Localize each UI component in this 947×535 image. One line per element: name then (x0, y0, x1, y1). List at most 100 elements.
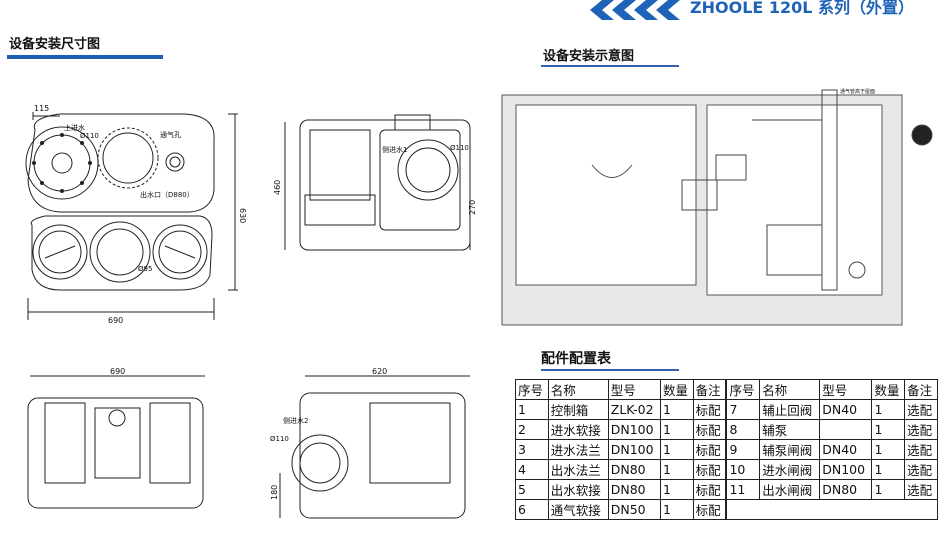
table-cell: 1 (871, 439, 906, 460)
installation-dimensions-heading: 设备安装尺寸图 (9, 37, 101, 52)
table-cell: DN80 (819, 479, 873, 500)
front-view-drawing: 690 (27, 367, 205, 509)
header-cell: 型号 (607, 379, 661, 400)
chevron-arrows-icon (590, 0, 680, 20)
table-cell: 1 (659, 499, 694, 520)
header-cell: 序号 (515, 379, 549, 400)
dim-top-label: 115 (34, 104, 49, 113)
table-cell: 11 (725, 479, 761, 500)
table-cell: 标配 (692, 459, 727, 480)
table-row: 5 出水软接 DN80 1 标配 11 出水闸阀 DN80 1 选配 (515, 479, 938, 500)
table-cell: DN100 (607, 419, 661, 440)
table-cell: 8 (725, 419, 761, 440)
table-cell: 标配 (692, 479, 727, 500)
table-cell: 出水法兰 (547, 459, 609, 480)
header-cell: 型号 (819, 379, 873, 400)
installation-schematic-heading: 设备安装示意图 (543, 49, 635, 64)
series-title: ZHOOLE 120L 系列（外置） (690, 0, 915, 17)
table-cell: 标配 (692, 499, 727, 520)
table-cell: 1 (659, 419, 694, 440)
side-view-drawing: 460 270 侧进水1 Ø110 (273, 114, 477, 251)
side-height-label: 460 (273, 180, 282, 195)
table-cell: DN100 (607, 439, 661, 460)
table-row: 6 通气软接 DN50 1 标配 (515, 499, 939, 520)
dim-width-label: 690 (108, 316, 123, 325)
header-cell: 备注 (904, 379, 938, 400)
header-cell: 数量 (659, 379, 694, 400)
table-cell: 1 (659, 479, 694, 500)
table-cell: DN80 (607, 459, 661, 480)
table-cell: 选配 (904, 479, 938, 500)
table-cell: 4 (515, 459, 549, 480)
table-cell: 7 (725, 399, 761, 420)
vent-label: 通气孔 (160, 130, 181, 139)
table-cell: DN80 (607, 479, 661, 500)
table-row: 1 控制箱 ZLK-02 1 标配 7 辅止回阀 DN40 1 选配 (515, 399, 938, 420)
table-cell: 进水法兰 (547, 439, 609, 460)
table-cell: 控制箱 (547, 399, 609, 420)
table-cell: 1 (871, 399, 906, 420)
side2-inlet-label: 侧进水2 (283, 416, 308, 425)
table-cell: DN40 (819, 439, 873, 460)
table-cell: 选配 (904, 419, 938, 440)
table-cell: 1 (659, 399, 694, 420)
header-cell: 序号 (725, 379, 761, 400)
table-cell: 9 (725, 439, 761, 460)
table-cell: 选配 (904, 399, 938, 420)
side2-height-label: 180 (270, 485, 279, 500)
table-cell: 5 (515, 479, 549, 500)
header-cell: 备注 (692, 379, 727, 400)
side-inlet-label: 侧进水1 (382, 145, 407, 154)
table-row: 4 出水法兰 DN80 1 标配 10 进水闸阀 DN100 1 选配 (515, 459, 938, 480)
table-cell: DN50 (607, 499, 661, 520)
table-cell-empty (725, 499, 939, 520)
table-cell: 1 (871, 459, 906, 480)
table-cell: 1 (515, 399, 549, 420)
parts-table-heading: 配件配置表 (541, 351, 611, 367)
header-cell: 数量 (871, 379, 906, 400)
table-header-row: 序号 名称 型号 数量 备注 序号 名称 型号 数量 备注 (515, 379, 938, 400)
table-cell: 1 (659, 459, 694, 480)
inlet-dia-label: Ø110 (80, 132, 99, 140)
table-cell (819, 419, 873, 440)
heading-underline (7, 55, 163, 59)
table-cell: 进水软接 (547, 419, 609, 440)
header-cell: 名称 (547, 379, 609, 400)
table-cell: 2 (515, 419, 549, 440)
table-cell: 通气软接 (547, 499, 609, 520)
side-inlet-dia-label: Ø110 (450, 144, 469, 152)
table-cell: DN40 (819, 399, 873, 420)
table-cell: 辅泵闸阀 (759, 439, 821, 460)
outlet-label: 出水口（D880） (140, 190, 194, 199)
table-cell: 进水闸阀 (759, 459, 821, 480)
side2-width-label: 620 (372, 367, 387, 376)
table-cell: 1 (871, 419, 906, 440)
heading-underline (541, 369, 679, 371)
installation-schematic: 通气管高于屋面 (501, 88, 933, 326)
side-outlet-height-label: 270 (468, 200, 477, 215)
dim-height-label: 630 (238, 208, 247, 223)
front-width-label: 690 (110, 367, 125, 376)
table-cell: 标配 (692, 399, 727, 420)
series-banner: ZHOOLE 120L 系列（外置） (588, 0, 947, 20)
table-cell: DN100 (819, 459, 873, 480)
table-cell: 选配 (904, 459, 938, 480)
parts-table: 序号 名称 型号 数量 备注 序号 名称 型号 数量 备注 1 控制箱 ZLK-… (515, 379, 939, 520)
vent-pipe-label: 通气管高于屋面 (840, 88, 875, 95)
heading-underline (541, 65, 679, 67)
table-cell: 选配 (904, 439, 938, 460)
table-cell: 1 (871, 479, 906, 500)
table-cell: 3 (515, 439, 549, 460)
table-cell: 10 (725, 459, 761, 480)
inlet-label: 上进水 (64, 123, 85, 132)
table-cell: ZLK-02 (607, 399, 661, 420)
table-cell: 辅止回阀 (759, 399, 821, 420)
pump-dia-label: Ø95 (138, 265, 152, 273)
table-cell: 辅泵 (759, 419, 821, 440)
table-cell: 6 (515, 499, 549, 520)
table-cell: 出水闸阀 (759, 479, 821, 500)
side-view-2-drawing: 620 180 侧进水2 Ø110 (270, 367, 470, 519)
table-row: 3 进水法兰 DN100 1 标配 9 辅泵闸阀 DN40 1 选配 (515, 439, 938, 460)
table-row: 2 进水软接 DN100 1 标配 8 辅泵 1 选配 (515, 419, 938, 440)
table-cell: 标配 (692, 419, 727, 440)
